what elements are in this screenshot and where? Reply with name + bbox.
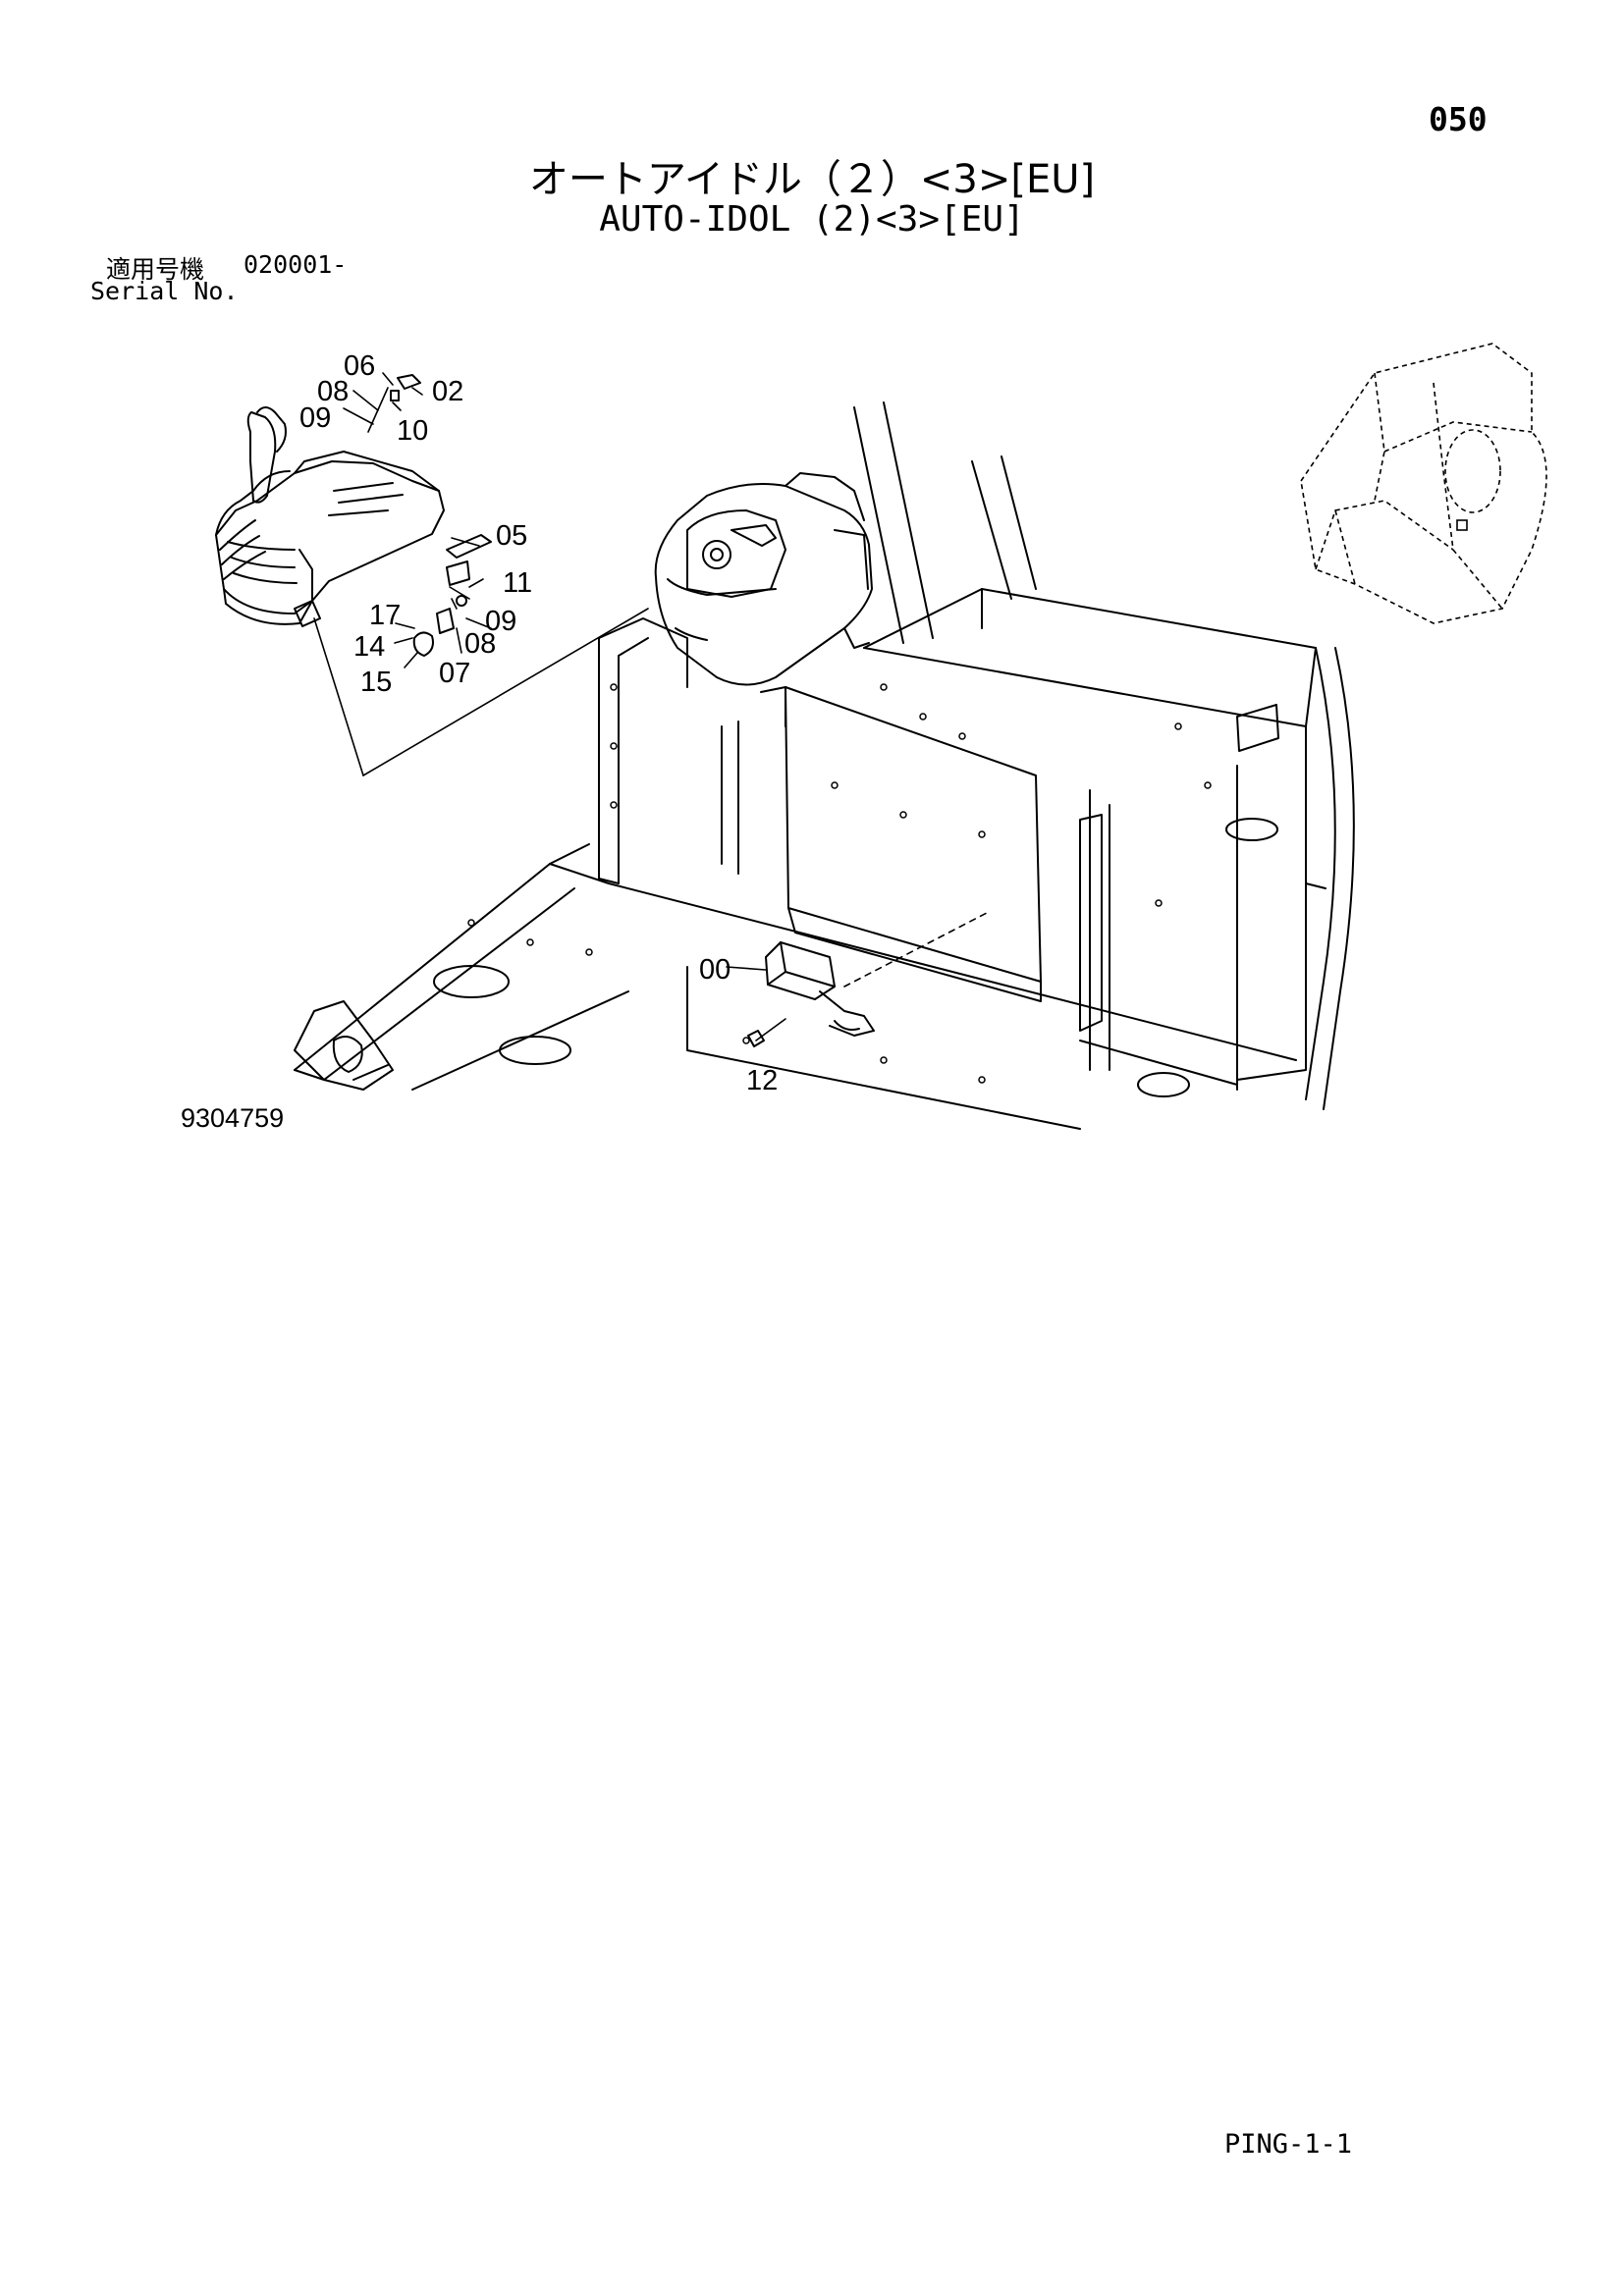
callout-numbers: 06 08 09 10 02 05 11 09 08 07 17 14 15 0…: [299, 350, 778, 1096]
control-lever-assembly: [215, 406, 445, 627]
callout-06: 06: [344, 350, 375, 382]
callout-11: 11: [503, 567, 532, 599]
monitor-pod: [654, 472, 873, 686]
callout-05: 05: [496, 520, 527, 552]
serial-label-japanese: 適用号機: [106, 255, 205, 284]
callout-02: 02: [432, 376, 463, 407]
page-number: 050: [1429, 100, 1488, 138]
parts-exploded-diagram: 06 08 09 10 02 05 11 09 08 07 17 14 15 0…: [215, 343, 1547, 1130]
callout-08-lower: 08: [464, 628, 496, 660]
auto-idle-location-marker: [1456, 519, 1468, 531]
callout-00: 00: [699, 954, 731, 986]
page-title-english: AUTO-IDOL (2)<3>[EU]: [599, 199, 1025, 240]
cab-frame: [294, 401, 1355, 1130]
callout-08-upper: 08: [317, 376, 349, 407]
page-title-japanese: オートアイドル（２）<3>[EU]: [528, 157, 1096, 202]
cab-location-inset: [1300, 343, 1547, 624]
callout-17: 17: [369, 600, 401, 631]
callout-12: 12: [746, 1065, 778, 1096]
footer-page-code: PING-1-1: [1224, 2129, 1353, 2160]
callout-14: 14: [353, 631, 385, 663]
serial-label-english: Serial No.: [90, 277, 239, 305]
diagram-reference-code: 9304759: [181, 1103, 285, 1133]
callout-10: 10: [397, 415, 428, 447]
callout-09-upper: 09: [299, 402, 331, 434]
serial-number-value: 020001-: [244, 250, 348, 279]
callout-07: 07: [439, 658, 470, 689]
auto-idle-controller: [765, 941, 875, 1037]
callout-09-lower: 09: [485, 606, 516, 637]
callout-15: 15: [360, 667, 392, 698]
